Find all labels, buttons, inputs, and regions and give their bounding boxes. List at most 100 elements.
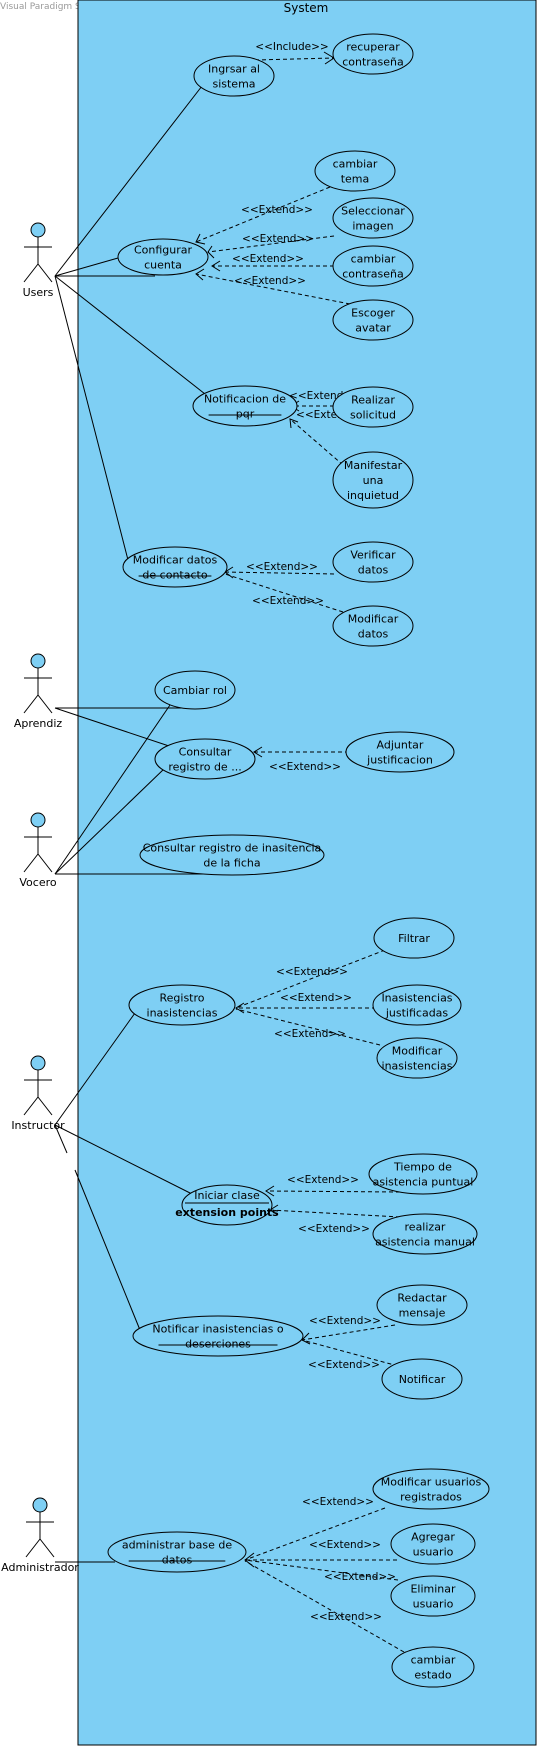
relation-labels: <<Include>> <<Extend>> <<Extend>> <<Exte… [232, 41, 396, 1623]
actor-leg [23, 263, 39, 283]
use-case-ellipse [345, 731, 455, 773]
use-case-label: datos [162, 1554, 193, 1567]
use-case-label: una [363, 474, 384, 487]
dep-extend-mod-usuarios [244, 1507, 386, 1561]
use-case-modificar-contacto[interactable]: Modificar datos de contacto [122, 546, 228, 588]
actor-label: Administrador [1, 1561, 79, 1574]
use-case-cambiar-rol[interactable]: Cambiar rol [154, 670, 236, 710]
actor-vocero[interactable]: Vocero [19, 812, 57, 889]
extend-label: <<Extend>> [308, 1359, 380, 1371]
dep-extend-redactar [301, 1324, 396, 1341]
use-case-label: Iniciar clase [194, 1189, 260, 1202]
use-case-label: Modificar datos [133, 554, 218, 567]
extend-label: <<Extend>> [324, 1571, 396, 1583]
actor-leg [39, 1538, 55, 1558]
use-case-label: cambiar [333, 158, 378, 171]
use-case-modificar-usuarios[interactable]: Modificar usuarios registrados [372, 1468, 490, 1510]
use-case-label: datos [358, 564, 389, 577]
use-case-label: deserciones [185, 1338, 251, 1351]
actor-instructor[interactable]: Instructor [11, 1055, 65, 1132]
use-case-label: Tiempo de [393, 1161, 452, 1174]
assoc-users-configurar-2 [54, 257, 119, 277]
use-case-ellipse [132, 1315, 304, 1357]
use-case-label: mensaje [399, 1307, 446, 1320]
extension-points-label: extension points [175, 1206, 279, 1219]
use-case-label: Notificacion de [204, 393, 286, 406]
dep-extend-estado [244, 1560, 405, 1653]
assoc-aprendiz-consultar [54, 707, 173, 748]
use-case-ellipse [391, 1646, 475, 1688]
dep-extend-avatar [195, 273, 351, 305]
arrowhead [195, 268, 205, 281]
use-case-filtrar[interactable]: Filtrar [373, 917, 455, 959]
use-case-ellipse [332, 299, 414, 341]
use-case-ellipse [390, 1575, 476, 1617]
extend-label: <<Extend>> [242, 233, 314, 245]
use-case-ellipse [372, 1468, 490, 1510]
extend-label: <<Extend>> [309, 1315, 381, 1327]
use-case-ellipse [373, 917, 455, 959]
use-case-label: justificacion [366, 754, 433, 767]
use-case-ellipse [154, 670, 236, 710]
use-case-ellipse [181, 1184, 273, 1226]
use-case-label: Consultar registro de inasitencia [143, 842, 322, 855]
use-case-ellipse [390, 1523, 476, 1565]
use-case-ellipse [368, 1153, 478, 1195]
actor-users[interactable]: Users [23, 222, 54, 299]
actor-administrador[interactable]: Administrador [1, 1497, 79, 1574]
assoc-instructor-registro [54, 1012, 136, 1126]
use-case-label: contraseña [342, 56, 404, 69]
use-case-notificacion-pqr[interactable]: Notificacion de pqr [192, 385, 298, 427]
use-case-notificar[interactable]: Notificar [381, 1358, 463, 1400]
use-case-label: de contacto [142, 569, 207, 582]
use-case-label: Manifestar [344, 459, 403, 472]
dep-extend-eliminar [244, 1559, 399, 1581]
use-case-label: registrados [400, 1491, 462, 1504]
use-case-tiempo-asistencia[interactable]: Tiempo de asistencia puntual [368, 1153, 478, 1195]
extend-label: <<Extend>> [298, 1223, 370, 1235]
use-case-label: Registro [159, 992, 204, 1005]
assoc-vocero-consultar [54, 767, 166, 875]
extend-label: <<Extend>> [246, 561, 318, 573]
actor-aprendiz[interactable]: Aprendiz [14, 653, 63, 730]
dep-extend-notificar [301, 1339, 399, 1367]
use-case-label: cambiar [411, 1654, 456, 1667]
system-title: System [284, 1, 329, 15]
use-case-ellipse [117, 238, 209, 276]
assoc-users-pqr [54, 275, 206, 395]
use-case-iniciar-clase[interactable]: Iniciar clase extension points [175, 1184, 279, 1226]
use-case-label: Modificar [392, 1045, 443, 1058]
actor-head [30, 653, 46, 669]
use-case-label: Notificar [399, 1373, 446, 1386]
use-case-label: usuario [413, 1546, 454, 1559]
use-case-label: asistencia puntual [373, 1176, 474, 1189]
use-case-label: pqr [236, 408, 255, 421]
actors: UsersAprendizVoceroInstructorAdministrad… [1, 222, 79, 1574]
use-case-label: Modificar usuarios [381, 1476, 482, 1489]
